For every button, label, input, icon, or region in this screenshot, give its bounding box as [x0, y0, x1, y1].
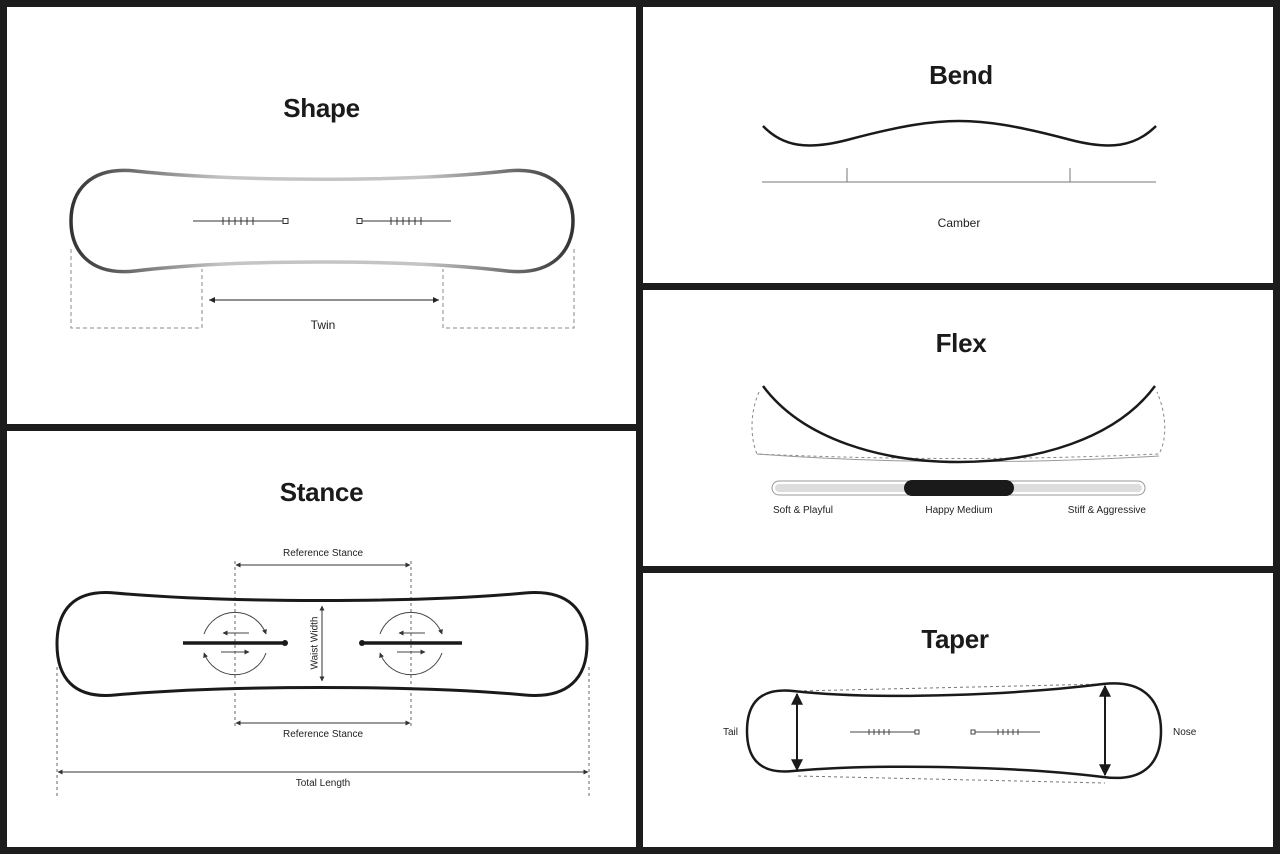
flex-diagram — [751, 385, 1166, 496]
taper-panel: Taper — [643, 573, 1273, 847]
flex-scale-soft-label: Soft & Playful — [773, 505, 834, 516]
stance-board-outline — [55, 591, 589, 697]
flex-title: Flex — [935, 328, 987, 358]
flex-ghost-curve — [751, 391, 1166, 459]
flex-scale-marker — [904, 480, 1014, 496]
taper-insert-right — [970, 729, 1040, 735]
taper-board-outline — [745, 682, 1163, 780]
tail-label: Tail — [723, 727, 739, 738]
angle-rotation-left — [203, 611, 267, 676]
reference-stance-guides — [234, 561, 412, 727]
bend-panel: Bend Camber — [643, 7, 1273, 283]
flex-scale-medium-label: Happy Medium — [925, 505, 993, 516]
binding-insert-left — [193, 217, 289, 225]
shape-type-label: Twin — [310, 318, 336, 332]
flex-ghost-base — [756, 453, 1160, 463]
tail-dashed-box — [70, 249, 203, 329]
binding-right — [359, 640, 462, 646]
camber-profile — [762, 119, 1157, 147]
binding-insert-right — [356, 217, 451, 225]
total-length-label: Total Length — [295, 778, 351, 789]
angle-rotation-right — [379, 611, 443, 676]
taper-title: Taper — [921, 624, 989, 654]
bend-diagram — [762, 119, 1157, 183]
total-length-guides — [56, 667, 590, 799]
reference-stance-top-label: Reference Stance — [282, 548, 364, 559]
flex-curve — [761, 385, 1157, 464]
shape-panel: Shape — [7, 7, 636, 424]
waist-width-label: Waist Width — [309, 616, 321, 670]
nose-label: Nose — [1173, 727, 1197, 738]
stance-diagram — [55, 561, 590, 799]
reference-stance-bottom-label: Reference Stance — [282, 729, 364, 740]
flex-panel: Flex Soft & Playful Happy Medium Stiff &… — [643, 290, 1273, 566]
flex-scale-stiff-label: Stiff & Aggressive — [1067, 505, 1146, 516]
nose-dashed-box — [442, 249, 575, 329]
twin-board-outline — [69, 168, 575, 274]
stance-title: Stance — [279, 477, 364, 507]
effective-edge-arrow — [209, 297, 439, 303]
shape-title: Shape — [283, 93, 360, 123]
binding-left — [183, 640, 288, 646]
bend-type-label: Camber — [937, 216, 981, 230]
shape-diagram — [69, 168, 575, 329]
bend-title: Bend — [929, 60, 993, 90]
taper-diagram — [745, 682, 1163, 784]
stance-panel: Stance — [7, 431, 636, 847]
taper-insert-left — [850, 729, 920, 735]
